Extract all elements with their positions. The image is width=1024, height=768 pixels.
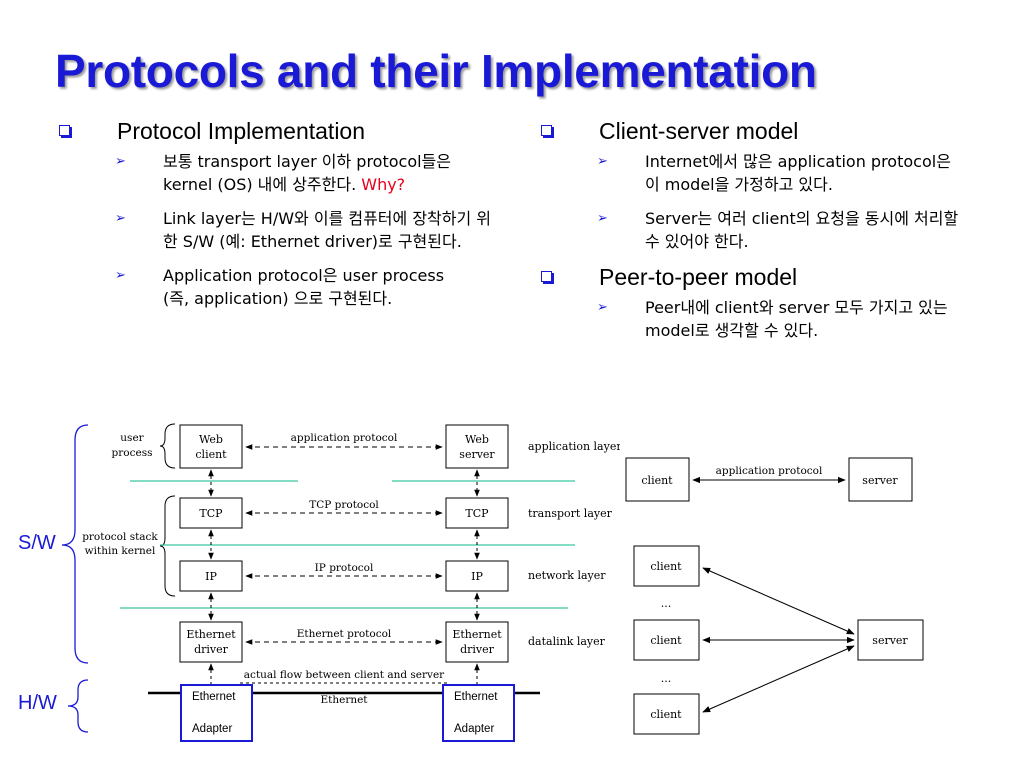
kernel-label-1: protocol stack bbox=[82, 531, 158, 543]
square-bullet-icon bbox=[541, 271, 552, 282]
square-bullet-icon bbox=[59, 125, 70, 136]
sw-label: S/W bbox=[18, 532, 56, 554]
left-column: Protocol Implementation ➢ 보통 transport l… bbox=[55, 118, 495, 321]
arrow-bullet-icon: ➢ bbox=[597, 300, 608, 315]
layer-label: datalink layer bbox=[528, 635, 606, 648]
hw-brace bbox=[67, 679, 89, 733]
protocol-stack-diagram: user process protocol stack within kerne… bbox=[61, 423, 620, 733]
web-client-box bbox=[179, 424, 243, 469]
page-title: Protocols and their Implementation bbox=[55, 45, 817, 97]
right-column: Client-server model ➢ Internet에서 많은 appl… bbox=[537, 118, 977, 353]
client-box bbox=[633, 693, 700, 735]
user-brace bbox=[159, 423, 176, 469]
ethernet-label: Ethernet bbox=[320, 694, 368, 706]
svg-text:client: client bbox=[641, 474, 673, 487]
ethernet-driver-box-left bbox=[179, 621, 243, 663]
layer-label: network layer bbox=[528, 569, 606, 582]
arrow-bullet-icon: ➢ bbox=[597, 211, 608, 226]
list-item: ➢ 보통 transport layer 이하 protocol들은 kerne… bbox=[115, 152, 451, 194]
tcp-protocol-label: TCP protocol bbox=[309, 499, 379, 511]
svg-text:server: server bbox=[459, 448, 495, 461]
client-box bbox=[625, 457, 690, 502]
svg-text:TCP: TCP bbox=[199, 507, 223, 520]
tcp-box-right bbox=[445, 497, 509, 529]
tcp-box-left bbox=[179, 497, 243, 529]
svg-text:TCP: TCP bbox=[465, 507, 489, 520]
svg-text:Ethernet: Ethernet bbox=[186, 628, 236, 641]
hw-label: H/W bbox=[18, 692, 57, 714]
emphasis-why: Why? bbox=[361, 175, 406, 194]
heading-protocol-implementation: Protocol Implementation bbox=[55, 118, 495, 144]
client-server-diagram: client server application protocol clien… bbox=[625, 457, 924, 735]
list-item: ➢ Internet에서 많은 application protocol은 이 … bbox=[597, 152, 951, 194]
user-process-label-1: user bbox=[120, 432, 144, 444]
client-server-arrow bbox=[702, 567, 855, 635]
user-process-label-2: process bbox=[112, 447, 153, 459]
application-protocol-label: application protocol bbox=[716, 465, 823, 477]
kernel-brace bbox=[159, 495, 176, 597]
arrow-bullet-icon: ➢ bbox=[115, 211, 126, 226]
ethernet-driver-box-right bbox=[445, 621, 509, 663]
svg-text:client: client bbox=[195, 448, 227, 461]
svg-text:server: server bbox=[872, 634, 908, 647]
ethernet-protocol-label: Ethernet protocol bbox=[297, 628, 392, 640]
heading-client-server: Client-server model bbox=[537, 118, 977, 144]
client-box bbox=[633, 619, 700, 661]
arrow-bullet-icon: ➢ bbox=[597, 154, 608, 169]
arrow-bullet-icon: ➢ bbox=[115, 268, 126, 283]
list-item: ➢ Link layer는 H/W와 이를 컴퓨터에 장착하기 위한 S/W (… bbox=[115, 209, 492, 251]
server-box bbox=[848, 457, 913, 502]
svg-text:client: client bbox=[650, 634, 682, 647]
sw-brace bbox=[61, 424, 89, 664]
ip-box-left bbox=[179, 560, 243, 592]
svg-text:client: client bbox=[650, 560, 682, 573]
svg-text:IP: IP bbox=[205, 570, 217, 583]
application-protocol-label: application protocol bbox=[291, 432, 398, 444]
arrow-bullet-icon: ➢ bbox=[115, 154, 126, 169]
svg-text:client: client bbox=[650, 708, 682, 721]
square-bullet-icon bbox=[541, 125, 552, 136]
layer-label: transport layer bbox=[528, 507, 613, 520]
list-item: ➢ Peer내에 client와 server 모두 가지고 있는 model로… bbox=[597, 298, 948, 340]
svg-text:Web: Web bbox=[465, 433, 489, 446]
svg-text:server: server bbox=[862, 474, 898, 487]
svg-text:driver: driver bbox=[194, 643, 229, 656]
heading-peer-to-peer: Peer-to-peer model bbox=[537, 264, 977, 290]
ellipsis: ... bbox=[661, 597, 672, 610]
ip-box-right bbox=[445, 560, 509, 592]
web-server-box bbox=[445, 424, 509, 469]
kernel-label-2: within kernel bbox=[85, 545, 156, 557]
svg-text:Ethernet: Ethernet bbox=[452, 628, 502, 641]
svg-text:Web: Web bbox=[199, 433, 223, 446]
layer-label: application layer bbox=[528, 440, 620, 453]
server-box bbox=[857, 619, 924, 661]
svg-text:IP: IP bbox=[471, 570, 483, 583]
client-box bbox=[633, 545, 700, 587]
ip-protocol-label: IP protocol bbox=[315, 562, 374, 574]
list-item: ➢ Application protocol은 user process (즉,… bbox=[115, 266, 445, 308]
list-item: ➢ Server는 여러 client의 요청을 동시에 처리할 수 있어야 한… bbox=[597, 209, 959, 251]
svg-text:driver: driver bbox=[460, 643, 495, 656]
actual-flow-label: actual flow between client and server bbox=[244, 669, 445, 681]
client-server-arrow bbox=[702, 645, 855, 713]
ellipsis: ... bbox=[661, 672, 672, 685]
